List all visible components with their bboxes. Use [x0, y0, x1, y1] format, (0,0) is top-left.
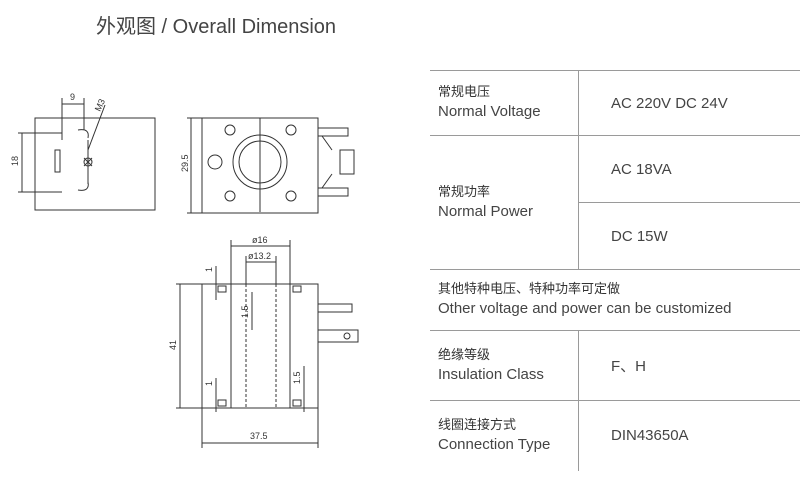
spec-label-en: Normal Power [438, 202, 534, 220]
dim-1-bottom: 1 [204, 381, 214, 386]
spec-value: F、H [578, 330, 800, 401]
spec-label-en: Connection Type [438, 435, 551, 453]
coil-bottom-view [201, 283, 319, 409]
dim-18: 18 [10, 156, 20, 166]
dim-m3: M3 [93, 97, 107, 113]
dim-37-5: 37.5 [250, 431, 268, 441]
spec-label-en: Normal Voltage [438, 103, 541, 120]
spec-label-en: Insulation Class [438, 365, 544, 383]
dim-1-top: 1 [204, 267, 214, 272]
dim-phi16: ø16 [252, 235, 268, 245]
spec-row-custom: 其他特种电压、特种功率可定做 Other voltage and power c… [430, 270, 800, 331]
dim-1-5-top: 1.5 [240, 305, 250, 318]
spec-value: AC 220V DC 24V [578, 70, 800, 136]
spec-row-voltage: 常规电压 Normal Voltage AC 220V DC 24V [430, 70, 800, 136]
spec-custom-cn: 其他特种电压、特种功率可定做 [438, 282, 621, 297]
dim-41: 41 [168, 340, 178, 350]
dimension-drawing: 9 M3 18 29.5 ø16 ø13.2 1 1.5 41 1 1.5 37… [10, 92, 359, 448]
spec-value: AC 18VA [611, 160, 672, 178]
spec-row-insulation: 绝缘等级 Insulation Class F、H [430, 330, 800, 401]
page-title: 外观图 / Overall Dimension [96, 16, 337, 38]
spec-custom-en: Other voltage and power can be customize… [438, 300, 732, 317]
spec-row-connection: 线圈连接方式 Connection Type DIN43650A [430, 400, 800, 471]
spec-table: 常规电压 Normal Voltage AC 220V DC 24V 常规功率 … [430, 70, 800, 471]
dim-1-5-bottom: 1.5 [292, 371, 302, 384]
spec-value: DIN43650A [578, 400, 800, 471]
spec-label-cn: 常规电压 [438, 85, 491, 100]
spec-value: DC 15W [579, 202, 800, 269]
dim-9: 9 [70, 92, 75, 102]
dim-29-5: 29.5 [180, 154, 190, 172]
spec-row-power: 常规功率 Normal Power AC 18VA DC 15W [430, 135, 800, 270]
spec-label-cn: 常规功率 [438, 184, 491, 200]
dim-phi13-2: ø13.2 [248, 251, 271, 261]
spec-label-cn: 绝缘等级 [438, 347, 491, 363]
spec-label-cn: 线圈连接方式 [438, 417, 517, 433]
